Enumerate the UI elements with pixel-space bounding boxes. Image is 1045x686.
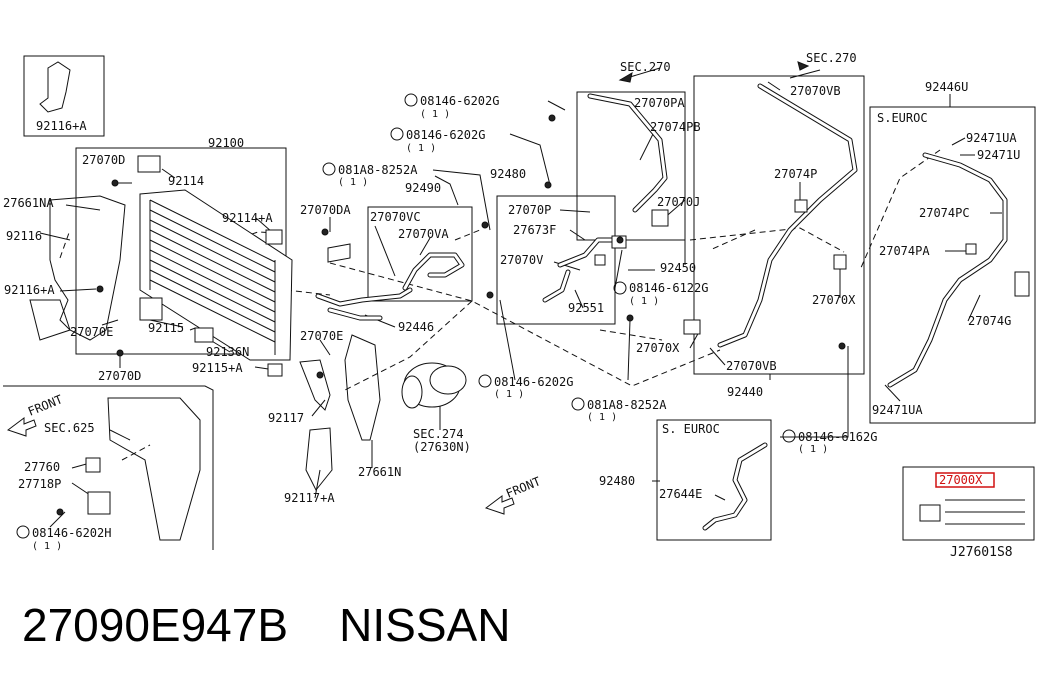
label-sec625: SEC.625 xyxy=(44,421,95,435)
label-b-08146-6202G-3: 08146-6202G xyxy=(494,375,573,389)
label-b-08146-6202G-2: 08146-6202G xyxy=(406,128,485,142)
front-arrow-mid xyxy=(484,495,515,515)
label-q1-a: ( 1 ) xyxy=(32,541,62,552)
label-92471UA-b: 92471UA xyxy=(872,403,923,417)
label-27760: 27760 xyxy=(24,460,60,474)
part-number-caption: 27090E947B NISSAN xyxy=(22,599,511,651)
label-sec270-b: SEC.270 xyxy=(806,51,857,65)
label-92136N: 92136N xyxy=(206,345,249,359)
label-92116a-top: 92116+A xyxy=(36,119,87,133)
frame-92440 xyxy=(693,75,865,375)
label-27070VB-a: 27070VB xyxy=(790,84,841,98)
arrows xyxy=(6,61,810,515)
label-92114a: 92114+A xyxy=(222,211,273,225)
condenser-frame xyxy=(75,147,287,355)
label-92117: 92117 xyxy=(268,411,304,425)
label-92440: 92440 xyxy=(727,385,763,399)
frame-92446U xyxy=(869,106,1036,424)
label-q1-f: ( 1 ) xyxy=(494,389,524,400)
label-92490: 92490 xyxy=(405,181,441,195)
label-92471UA-a: 92471UA xyxy=(966,131,1017,145)
label-b-08146-6122G: 08146-6122G xyxy=(629,281,708,295)
label-b-081A8-8252A-top: 081A8-8252A xyxy=(338,163,418,177)
label-b-081A8-8252A-bot: 081A8-8252A xyxy=(587,398,667,412)
label-27074P: 27074P xyxy=(774,167,817,181)
frame-92480-bottom xyxy=(656,419,772,541)
label-27070J: 27070J xyxy=(657,195,700,209)
label-q1-b: ( 1 ) xyxy=(338,177,368,188)
label-27070VB-b: 27070VB xyxy=(726,359,777,373)
label-27074PB: 27074PB xyxy=(650,120,701,134)
highlight-27000X xyxy=(935,472,995,488)
label-27070PA: 27070PA xyxy=(634,96,685,110)
condenser xyxy=(139,189,293,361)
sec270-arrow-b xyxy=(797,61,810,71)
callout-labels: 92116+A 27070D 92114 92100 27661NA 92116… xyxy=(3,51,1020,560)
label-92446U: 92446U xyxy=(925,80,968,94)
label-27070X-a: 27070X xyxy=(812,293,856,307)
front-module-frame xyxy=(3,385,214,550)
label-92115: 92115 xyxy=(148,321,184,335)
label-sec270-a: SEC.270 xyxy=(620,60,671,74)
label-q1-e: ( 1 ) xyxy=(629,296,659,307)
label-q1-c: ( 1 ) xyxy=(420,109,450,120)
frames xyxy=(3,55,1036,550)
label-27718P: 27718P xyxy=(18,477,61,491)
label-b-08146-6202G-1: 08146-6202G xyxy=(420,94,499,108)
label-27070X-b: 27070X xyxy=(636,341,680,355)
label-b-08146-6202H: 08146-6202H xyxy=(32,526,111,540)
bolts xyxy=(56,114,846,516)
label-27661N: 27661N xyxy=(358,465,401,479)
label-92100: 92100 xyxy=(208,136,244,150)
label-92480-a: 92480 xyxy=(490,167,526,181)
label-92116: 92116 xyxy=(6,229,42,243)
label-27070E-b: 27070E xyxy=(300,329,343,343)
parts-shapes xyxy=(29,61,1030,541)
label-box-27000X xyxy=(902,466,1035,541)
label-q1-g: ( 1 ) xyxy=(587,412,617,423)
label-92471U: 92471U xyxy=(977,148,1020,162)
front-arrow-left xyxy=(6,417,37,437)
label-92117a: 92117+A xyxy=(284,491,335,505)
label-27000X: 27000X xyxy=(939,473,983,487)
label-27070P: 27070P xyxy=(508,203,551,217)
diagram-code: J27601S8 xyxy=(950,545,1013,560)
label-27070VC: 27070VC xyxy=(370,210,421,224)
label-b-08146-6162G: 08146-6162G xyxy=(798,430,877,444)
label-27070V: 27070V xyxy=(500,253,543,267)
label-seuroc-a: S.EUROC xyxy=(877,111,928,125)
label-27070D-b: 27070D xyxy=(98,369,141,383)
label-92446: 92446 xyxy=(398,320,434,334)
label-92114: 92114 xyxy=(168,174,204,188)
inset-frame-92116a xyxy=(23,55,105,137)
frame-92450 xyxy=(576,91,686,241)
label-front-mid: FRONT xyxy=(504,474,543,501)
label-27673F: 27673F xyxy=(513,223,556,237)
label-27070E-a: 27070E xyxy=(70,325,113,339)
label-92115a: 92115+A xyxy=(192,361,243,375)
label-sec274-sub: (27630N) xyxy=(413,440,471,454)
label-sec274: SEC.274 xyxy=(413,427,464,441)
label-92116a: 92116+A xyxy=(4,283,55,297)
label-27074G: 27074G xyxy=(968,314,1011,328)
label-27070DA: 27070DA xyxy=(300,203,351,217)
sec270-arrow-a xyxy=(618,71,633,83)
label-92551: 92551 xyxy=(568,301,604,315)
label-27074PA: 27074PA xyxy=(879,244,930,258)
label-27070D-a: 27070D xyxy=(82,153,125,167)
label-27074PC: 27074PC xyxy=(919,206,970,220)
label-seuroc-b: S. EUROC xyxy=(662,422,720,436)
label-27644E: 27644E xyxy=(659,487,702,501)
label-q1-d: ( 1 ) xyxy=(406,143,436,154)
label-92450: 92450 xyxy=(660,261,696,275)
label-front-left: FRONT xyxy=(26,392,65,419)
label-92480-b: 92480 xyxy=(599,474,635,488)
label-q1-h: ( 1 ) xyxy=(798,444,828,455)
label-27070VA: 27070VA xyxy=(398,227,449,241)
frame-92480-top xyxy=(496,195,616,325)
label-27661NA: 27661NA xyxy=(3,196,54,210)
dash-frame-27070VC xyxy=(367,206,473,302)
